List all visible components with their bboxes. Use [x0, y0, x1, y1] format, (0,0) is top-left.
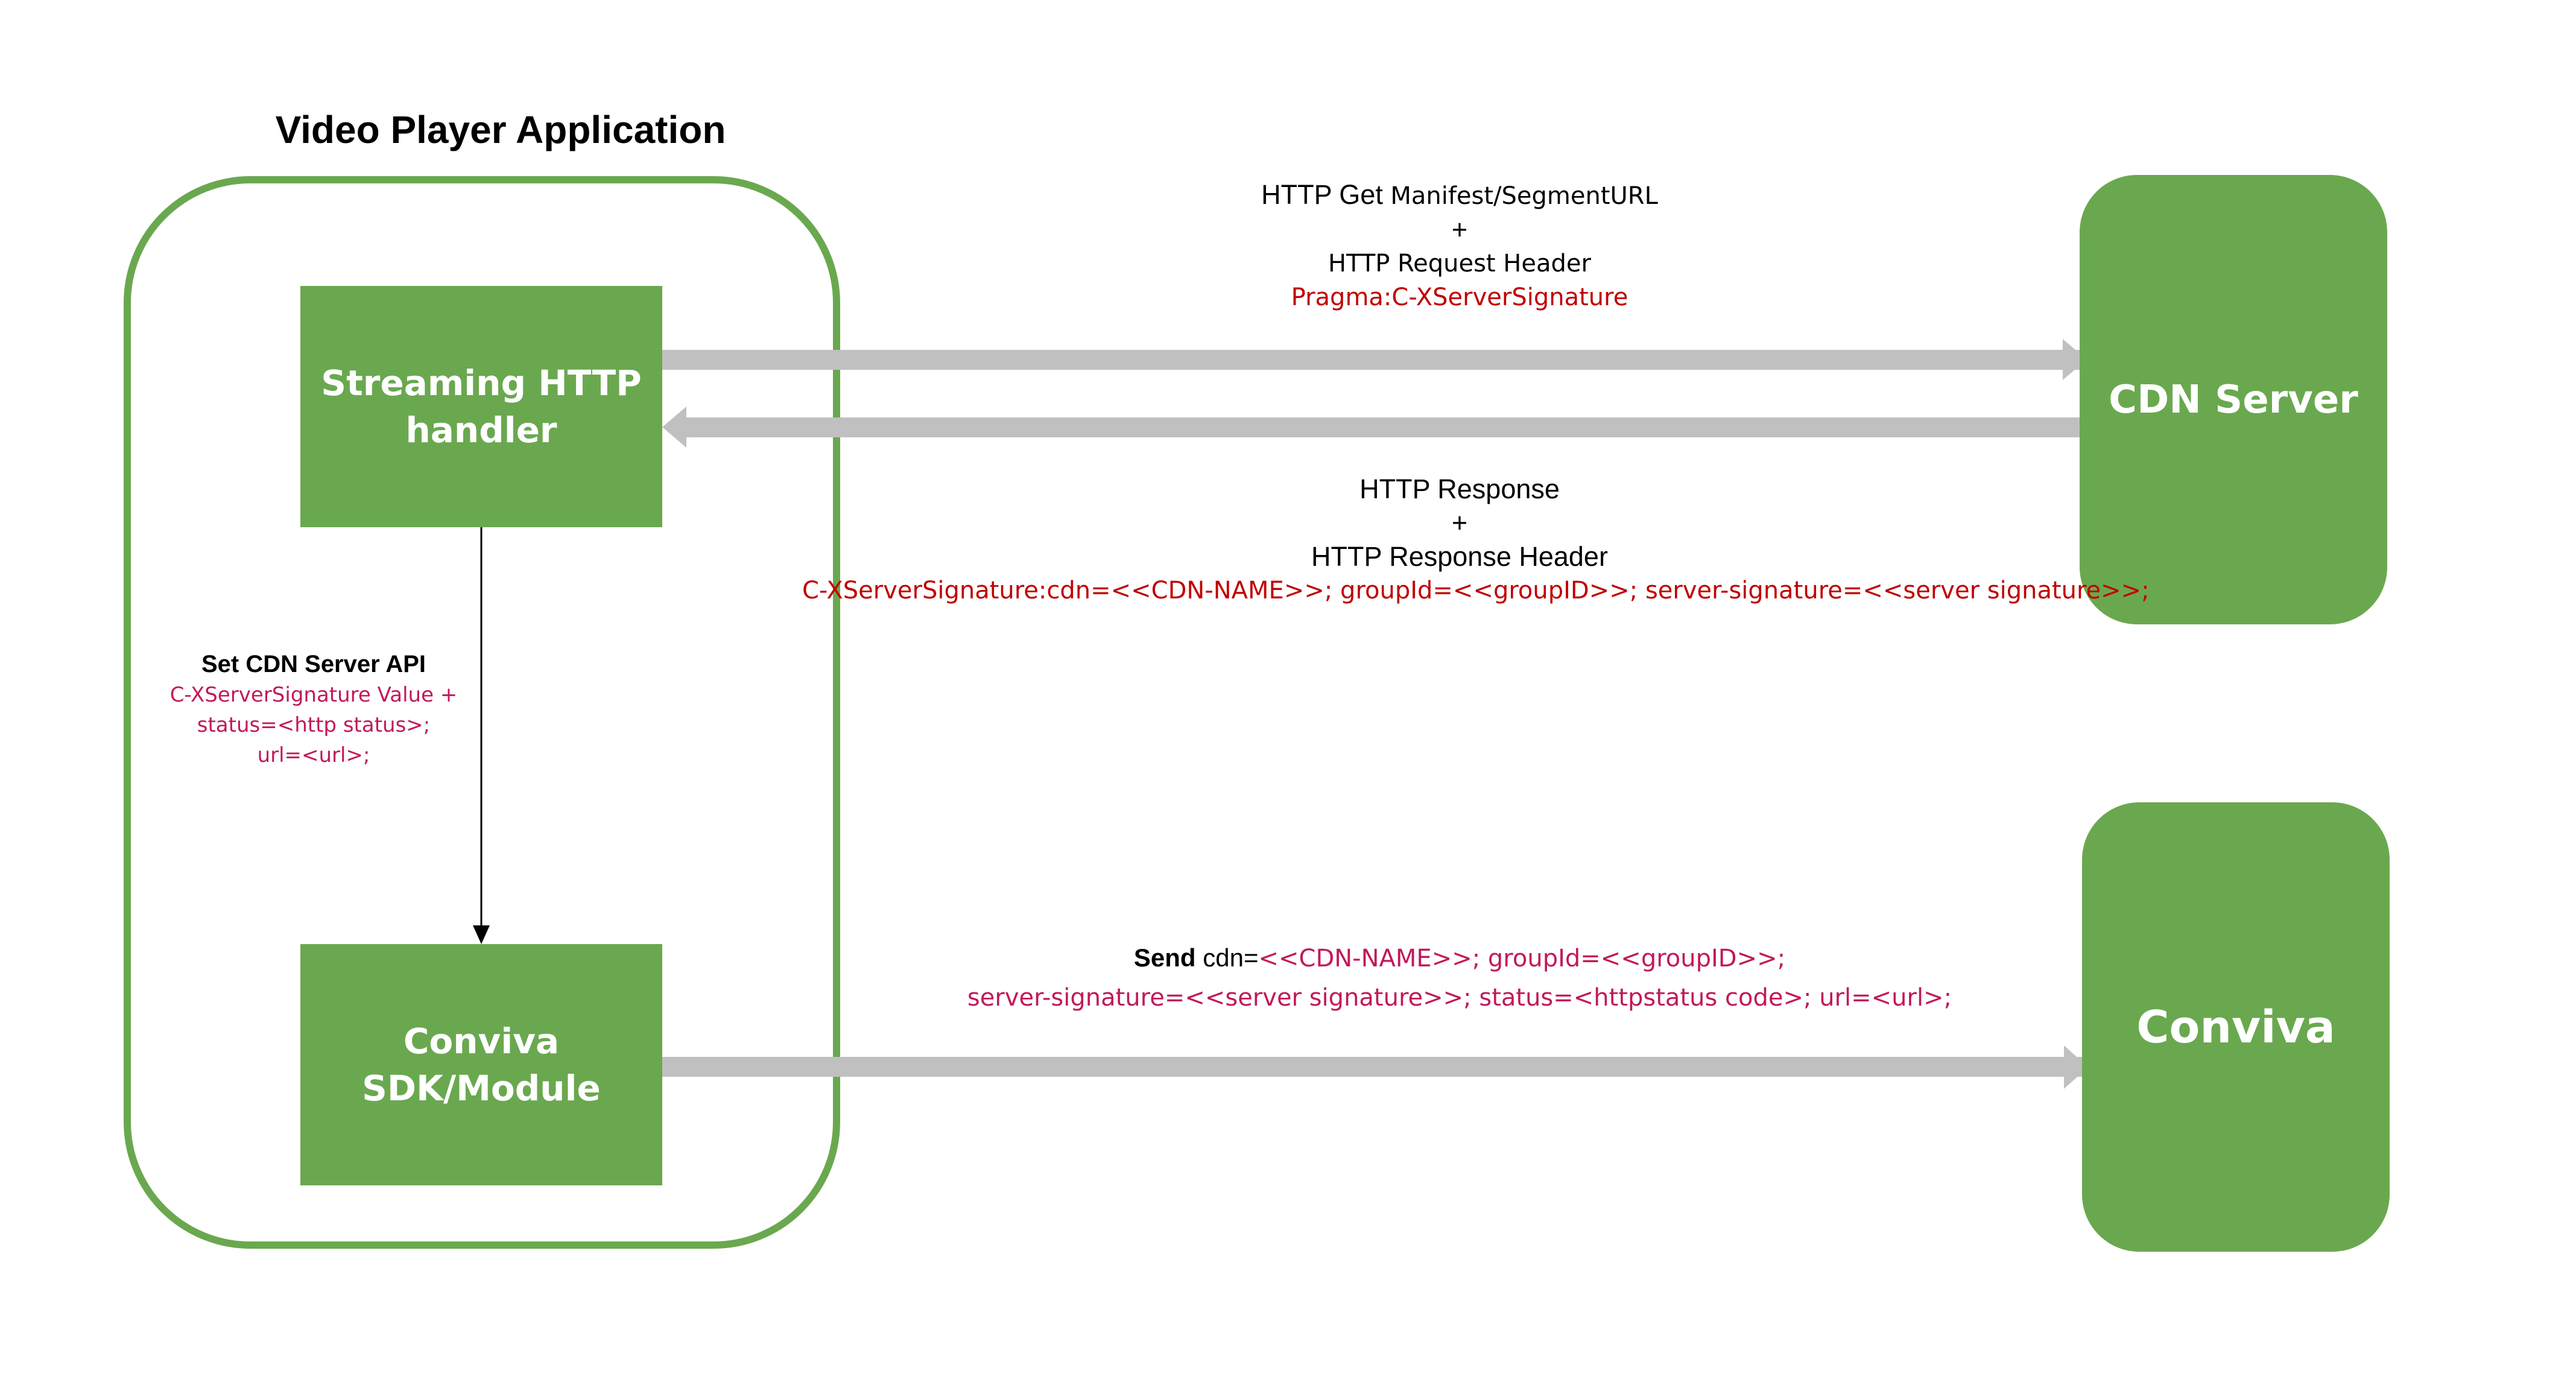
sdk-label-line1: Conviva	[403, 1021, 560, 1062]
response-arrow	[662, 407, 2081, 448]
api-call-arrow	[473, 527, 490, 944]
set-cdn-server-api-label: Set CDN Server API C-XServerSignature Va…	[151, 648, 476, 770]
request-arrow-head	[2063, 339, 2087, 380]
send-line-1-rest: <<CDN-NAME>>; groupId=<<groupID>>;	[1258, 945, 1786, 972]
app-title: Video Player Application	[275, 108, 726, 151]
response-plus: +	[1451, 507, 1468, 538]
send-line-1: Send cdn=<<CDN-NAME>>; groupId=<<groupID…	[941, 941, 1978, 981]
send-cdn-prefix: cdn=	[1195, 943, 1259, 972]
conviva-label: Conviva	[2136, 1001, 2335, 1053]
api-call-arrow-head	[473, 925, 490, 944]
conviva-box: Conviva	[2082, 802, 2390, 1252]
send-arrow-head	[2064, 1045, 2088, 1089]
response-arrow-shaft	[679, 417, 2081, 437]
handler-label-line2: handler	[405, 410, 557, 451]
cdn-server-label: CDN Server	[2109, 377, 2358, 422]
request-prefix: HTTP Get	[1261, 179, 1391, 210]
request-arrow-shaft	[662, 350, 2083, 370]
request-header: HTTP Request Header	[1328, 250, 1591, 277]
video-player-app-frame	[124, 176, 840, 1249]
response-title: HTTP Response	[1359, 474, 1560, 504]
request-label: HTTP Get Manifest/SegmentURL + HTTP Requ…	[1206, 178, 1713, 314]
response-header: HTTP Response Header	[1311, 541, 1608, 572]
conviva-sdk-module-box: Conviva SDK/Module	[300, 944, 662, 1185]
api-title: Set CDN Server API	[201, 651, 426, 677]
request-target: Manifest/SegmentURL	[1390, 182, 1658, 210]
api-line-3: url=<url>;	[257, 743, 370, 767]
send-label: Send cdn=<<CDN-NAME>>; groupId=<<groupID…	[941, 941, 1978, 1015]
send-keyword: Send	[1133, 943, 1196, 972]
request-arrow	[662, 339, 2087, 380]
sdk-label-line2: SDK/Module	[362, 1068, 601, 1109]
api-line-1: C-XServerSignature Value +	[169, 683, 458, 707]
streaming-http-handler-box: Streaming HTTP handler	[300, 286, 662, 527]
request-line-1: HTTP Get Manifest/SegmentURL	[1206, 178, 1713, 213]
send-arrow-shaft	[662, 1057, 2083, 1077]
cdn-server-box: CDN Server	[2080, 175, 2387, 624]
response-label: HTTP Response + HTTP Response Header C-X…	[802, 472, 2150, 607]
send-arrow	[662, 1045, 2088, 1089]
response-signature: C-XServerSignature:cdn=<<CDN-NAME>>; gro…	[802, 577, 2150, 604]
send-line-2: server-signature=<<server signature>>; s…	[967, 984, 1952, 1012]
response-arrow-head	[662, 407, 686, 448]
request-plus: +	[1451, 214, 1468, 245]
api-line-2: status=<http status>;	[197, 713, 431, 737]
request-pragma: Pragma:C-XServerSignature	[1291, 284, 1628, 311]
handler-label-line1: Streaming HTTP	[321, 363, 642, 404]
